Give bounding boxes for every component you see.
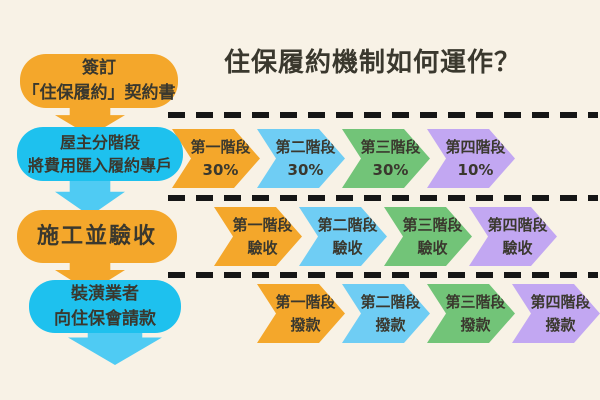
stage-sub: 30% [202, 160, 239, 179]
stage-title: 第二階段 [360, 293, 421, 311]
stage-title: 第四階段 [445, 138, 506, 156]
flow-step-line: 「住保履約」契約書 [22, 83, 176, 103]
flow-step-contractor-request: 裝潢業者 向住保會請款 [29, 280, 181, 333]
stage-sub: 驗收 [417, 238, 448, 257]
stage-sub: 驗收 [502, 238, 533, 257]
stage-chevron: 第三階段 30% [342, 129, 430, 188]
stage-chevron: 第二階段 30% [257, 129, 345, 188]
stage-chevron: 第四階段 驗收 [469, 207, 557, 266]
stage-chevron: 第二階段 驗收 [299, 207, 387, 266]
stage-title: 第三階段 [402, 216, 463, 234]
stage-title: 第四階段 [487, 216, 548, 234]
flow-step-construction-acceptance: 施工並驗收 [17, 210, 177, 263]
dashed-separator-2 [168, 195, 598, 201]
flow-step-line: 將費用匯入履約專戶 [27, 156, 172, 175]
stage-title: 第三階段 [360, 138, 421, 156]
stage-title: 第四階段 [530, 293, 591, 311]
dashed-separator-3 [168, 272, 598, 278]
stage-sub: 30% [287, 160, 324, 179]
stage-title: 第一階段 [232, 216, 293, 234]
stage-chevron: 第三階段 撥款 [427, 284, 515, 343]
stage-chevron: 第二階段 撥款 [342, 284, 430, 343]
stage-sub: 驗收 [247, 238, 278, 257]
stage-title: 第二階段 [317, 216, 378, 234]
stage-sub: 30% [372, 160, 409, 179]
stage-sub: 撥款 [375, 315, 406, 334]
flow-step-line: 向住保會請款 [54, 308, 156, 329]
flow-step-line: 屋主分階段 [59, 132, 140, 152]
stage-chevron: 第一階段 30% [172, 129, 260, 188]
stage-title: 第一階段 [190, 138, 251, 156]
stage-title: 第一階段 [275, 293, 336, 311]
stage-sub: 撥款 [290, 315, 321, 334]
stage-sub: 驗收 [332, 238, 363, 257]
stage-chevron: 第一階段 撥款 [257, 284, 345, 343]
flow-step-line: 簽訂 [82, 58, 116, 79]
stage-sub: 10% [457, 160, 494, 179]
flow-step-owner-deposit: 屋主分階段 將費用匯入履約專戶 [17, 127, 183, 181]
page-title: 住保履約機制如何運作？ [224, 48, 522, 78]
stage-chevron: 第四階段 10% [427, 129, 515, 188]
flow-step-line: 裝潢業者 [71, 283, 139, 304]
stage-title: 第三階段 [445, 293, 506, 311]
stage-chevron: 第三階段 驗收 [384, 207, 472, 266]
flow-step-line: 施工並驗收 [36, 223, 157, 249]
stage-chevron: 第一階段 驗收 [214, 207, 302, 266]
stage-title: 第二階段 [275, 138, 336, 156]
stage-sub: 撥款 [460, 315, 491, 334]
stage-chevron: 第四階段 撥款 [512, 284, 600, 343]
flow-step-sign-contract: 簽訂 「住保履約」契約書 [20, 54, 178, 108]
stage-sub: 撥款 [545, 315, 576, 334]
dashed-separator-1 [168, 112, 598, 118]
